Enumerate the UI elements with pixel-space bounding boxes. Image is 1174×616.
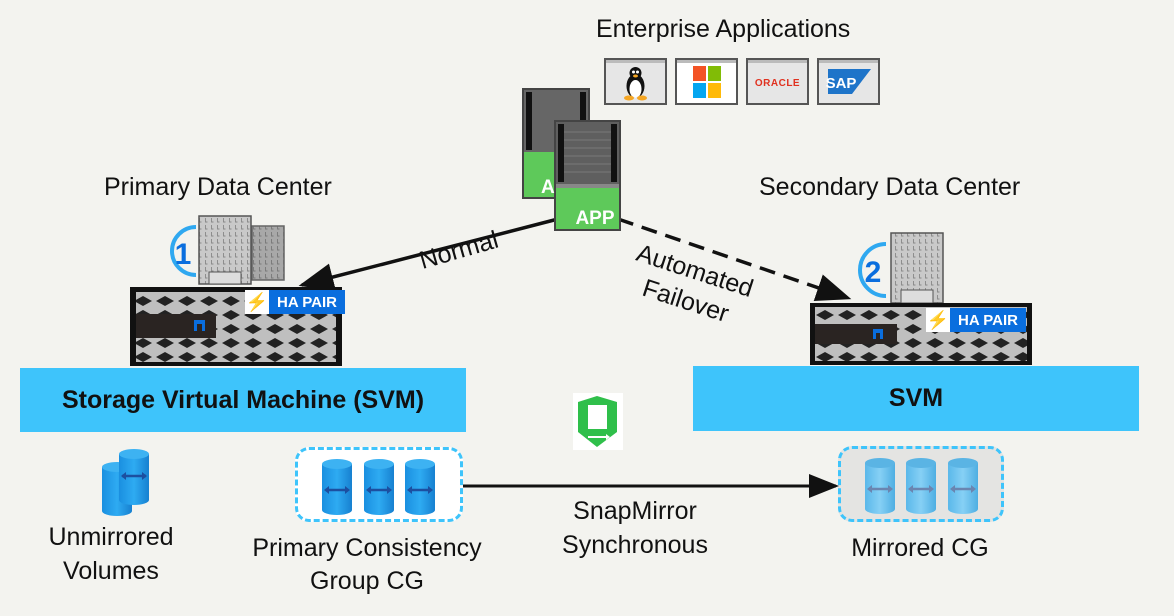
volume-cylinder-icon: [364, 459, 394, 515]
mirrored-cg-label: Mirrored CG: [851, 534, 989, 562]
unmirrored-volumes-icon: [102, 449, 149, 516]
normal-path-arrow: [298, 217, 559, 291]
secondary-datacenter-title: Secondary Data Center: [759, 173, 1021, 201]
volume-cylinder-icon: [906, 458, 936, 514]
sap-logo-tile: SAP: [817, 58, 880, 105]
oracle-logo-text: ORACLE: [755, 78, 800, 89]
primary-building-icon: [198, 215, 285, 285]
bolt-icon: ⚡: [245, 290, 269, 314]
secondary-svm-label: SVM: [888, 384, 944, 412]
mirrored-cg-volumes: [865, 458, 978, 514]
primary-number-badge: 1: [175, 238, 192, 271]
snapmirror-label-line1: SnapMirror: [573, 497, 697, 525]
volume-cylinder-icon: [405, 459, 435, 515]
secondary-ha-pair-label: HA PAIR: [950, 308, 1026, 332]
shield-lock-icon: [573, 393, 623, 450]
primary-ha-pair-label: HA PAIR: [269, 290, 345, 314]
primary-ha-pair-badge: ⚡ HA PAIR: [245, 290, 345, 314]
snapmirror-label-line2: Synchronous: [562, 531, 708, 559]
linux-logo-tile: [604, 58, 667, 105]
bolt-icon: ⚡: [926, 308, 950, 332]
enterprise-applications-title: Enterprise Applications: [596, 15, 851, 43]
secondary-building-icon: [890, 232, 944, 304]
secondary-svm-bar: SVM: [693, 366, 1139, 431]
sap-logo-text: SAP: [826, 75, 857, 92]
volume-cylinder-icon: [322, 459, 352, 515]
app-server-back-label: A: [541, 177, 555, 198]
primary-svm-label: Storage Virtual Machine (SVM): [61, 385, 425, 414]
primary-svm-bar: Storage Virtual Machine (SVM): [20, 368, 466, 432]
secondary-number-badge: 2: [865, 256, 882, 289]
unmirrored-label-line1: Unmirrored: [48, 523, 174, 551]
microsoft-logo-tile: [675, 58, 738, 105]
linux-tux-icon: [624, 67, 647, 101]
secondary-ha-pair-badge: ⚡ HA PAIR: [926, 308, 1026, 332]
app-server-label: APP: [575, 208, 614, 229]
unmirrored-label-line2: Volumes: [63, 557, 159, 585]
primary-cg-volumes: [322, 459, 435, 515]
primary-cg-label-line2: Group CG: [310, 567, 424, 595]
oracle-logo-tile: ORACLE: [746, 58, 809, 105]
primary-number-arc: [170, 225, 197, 277]
primary-cg-label-line1: Primary Consistency: [252, 534, 482, 562]
windows-logo-icon: [693, 66, 721, 98]
primary-datacenter-title: Primary Data Center: [104, 173, 332, 201]
failover-path-arrow: [617, 217, 852, 302]
app-server-front: [554, 120, 621, 231]
secondary-number-arc: [858, 242, 887, 298]
volume-cylinder-icon: [948, 458, 978, 514]
sap-logo-icon: SAP: [826, 69, 871, 94]
volume-cylinder-icon: [865, 458, 895, 514]
